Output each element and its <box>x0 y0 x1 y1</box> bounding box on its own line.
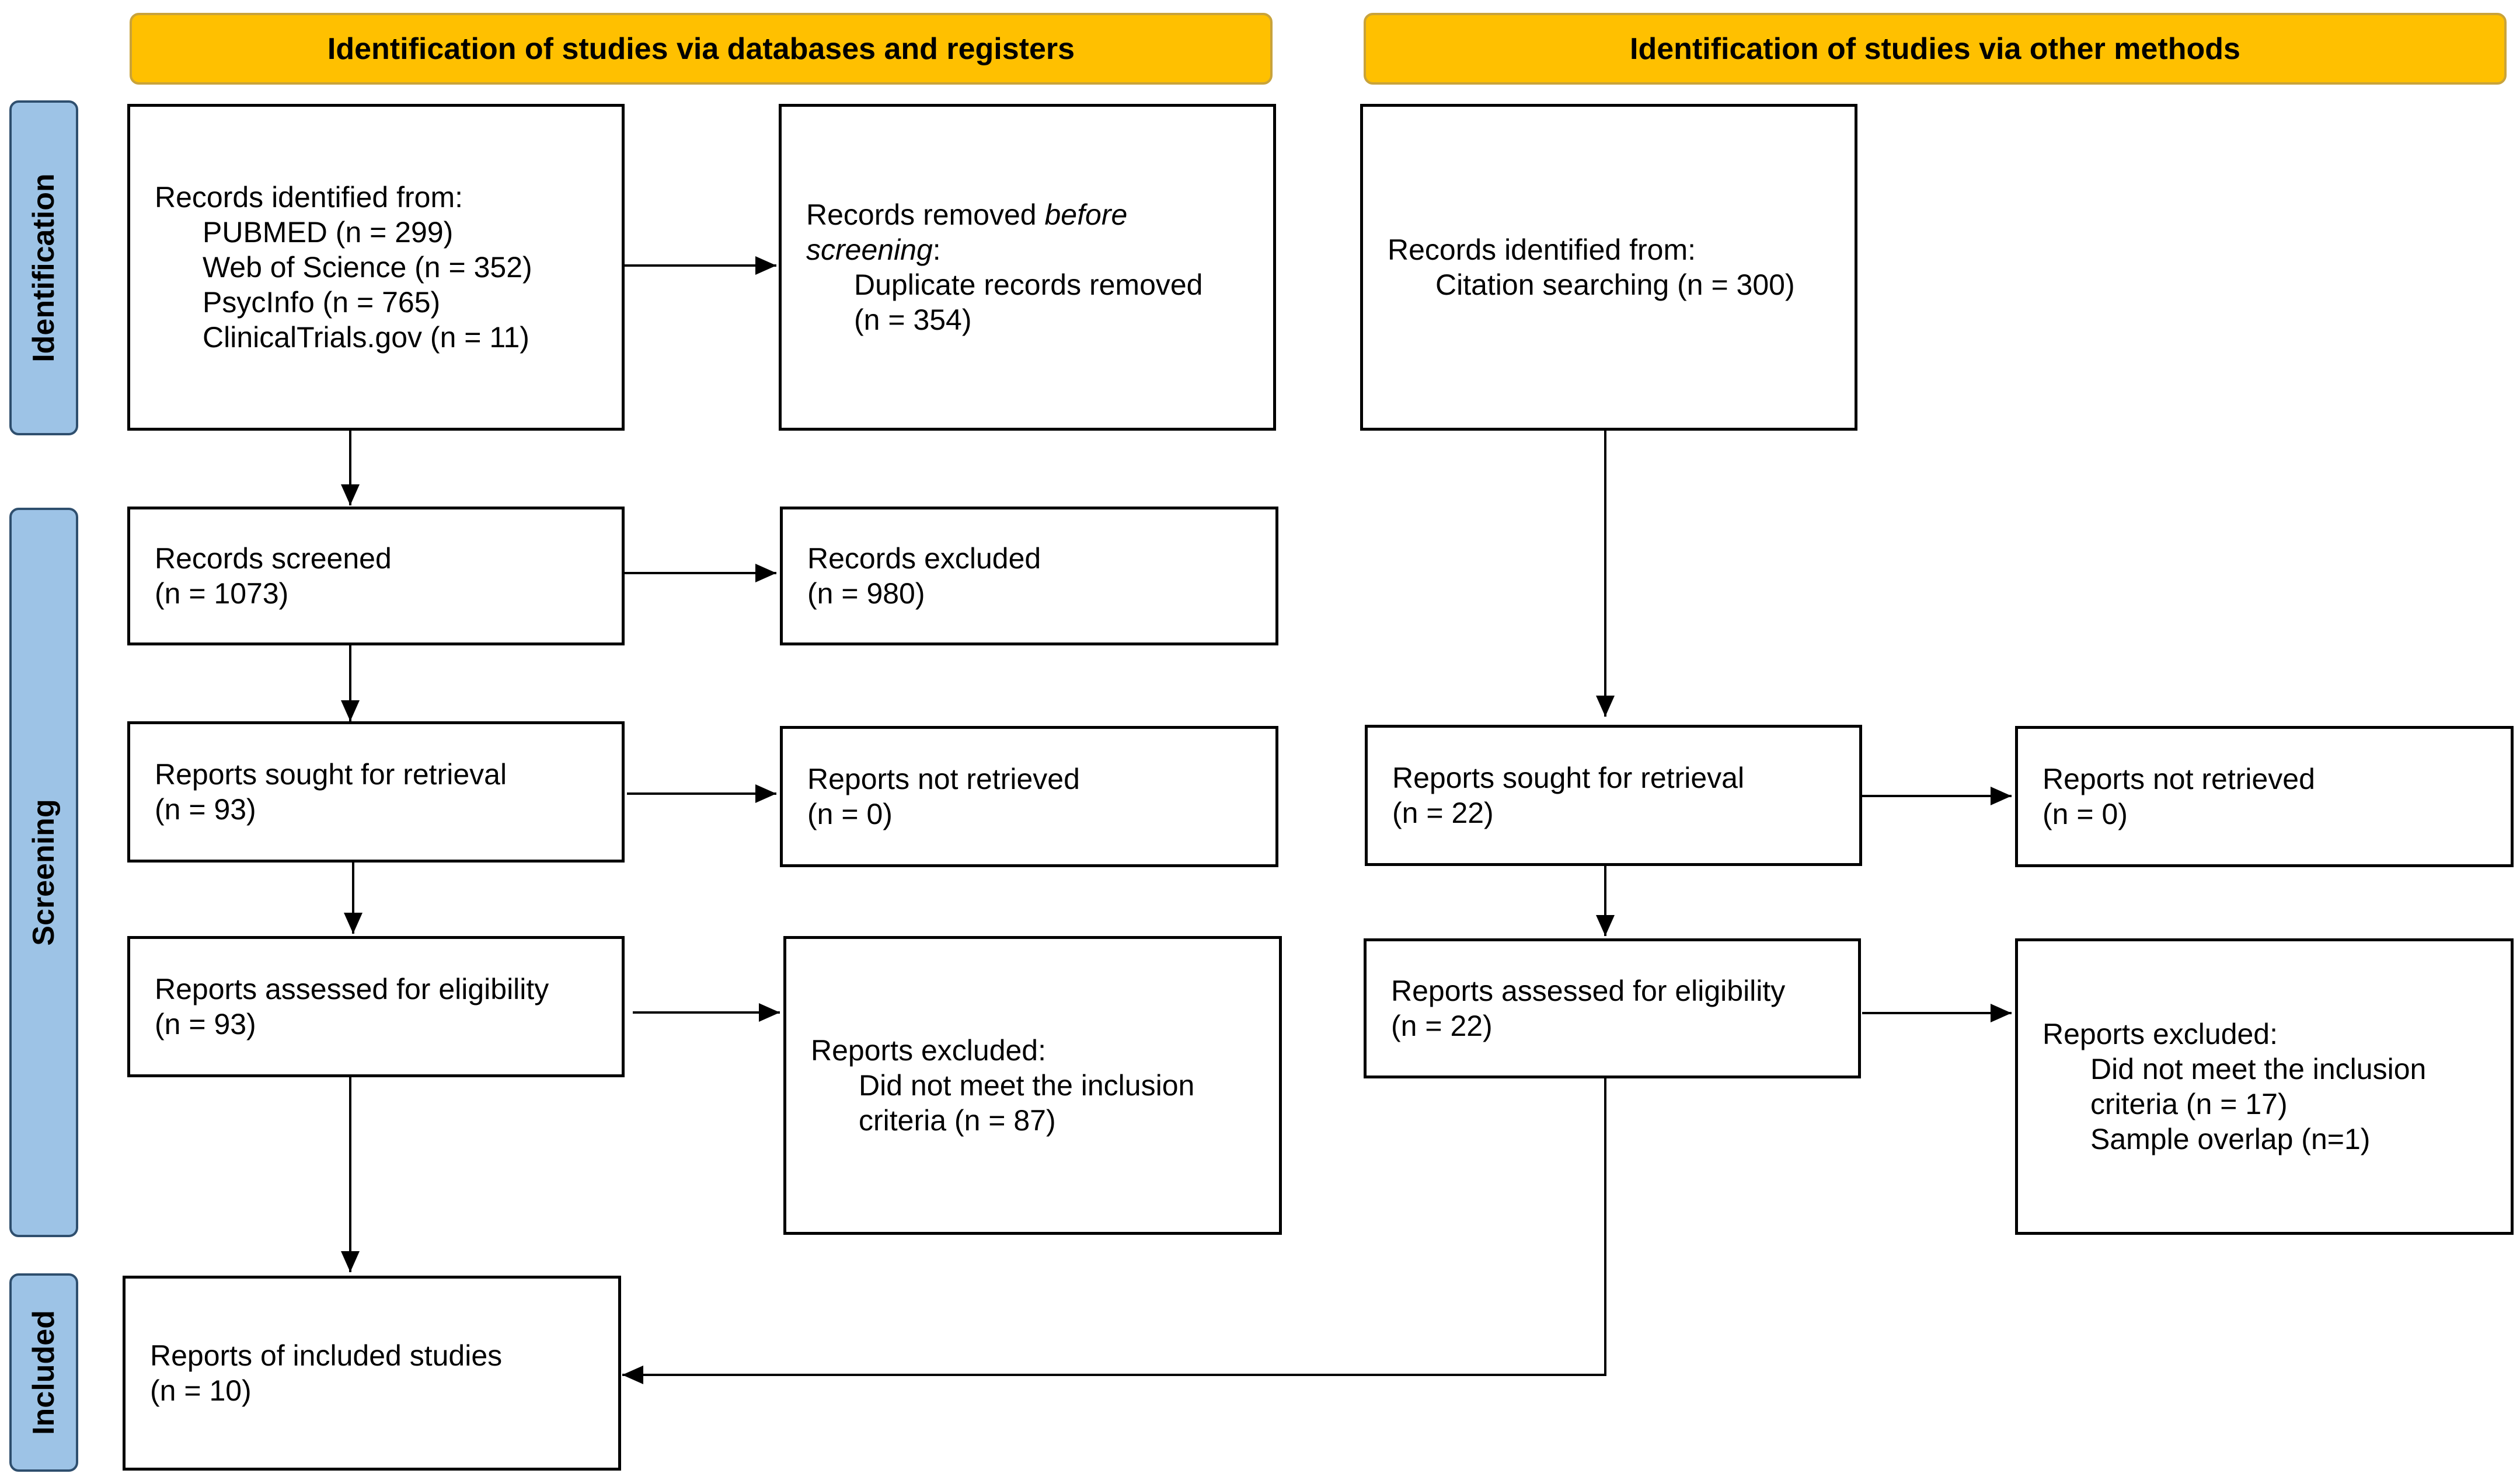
reports-assessed-n: (n = 93) <box>155 1008 256 1040</box>
records-removed-heading: Records removed before <box>806 197 1273 232</box>
box-other-reports-sought: Reports sought for retrieval (n = 22) <box>1365 725 1862 866</box>
header-databases-registers: Identification of studies via databases … <box>130 13 1273 85</box>
reports-not-retrieved-n: (n = 0) <box>807 798 893 830</box>
other-reports-excluded-line3: Sample overlap (n=1) <box>2090 1123 2371 1155</box>
box-records-identified: Records identified from: PUBMED (n = 299… <box>127 104 625 431</box>
other-reports-excluded-line2: criteria (n = 17) <box>2090 1088 2288 1120</box>
reports-not-retrieved-title: Reports not retrieved <box>807 763 1080 795</box>
records-removed-line1: Duplicate records removed <box>854 268 1203 301</box>
other-reports-sought-n: (n = 22) <box>1392 797 1494 829</box>
box-other-reports-not-retrieved: Reports not retrieved (n = 0) <box>2015 726 2514 867</box>
other-reports-assessed-title: Reports assessed for eligibility <box>1391 975 1786 1007</box>
other-records-identified-title: Records identified from: <box>1388 233 1696 266</box>
source-clinicaltrials: ClinicalTrials.gov (n = 11) <box>203 321 529 354</box>
reports-excluded-line2: criteria (n = 87) <box>859 1104 1056 1137</box>
reports-sought-n: (n = 93) <box>155 793 256 826</box>
reports-assessed-title: Reports assessed for eligibility <box>155 973 549 1005</box>
box-other-reports-assessed: Reports assessed for eligibility (n = 22… <box>1364 938 1861 1078</box>
box-reports-included: Reports of included studies (n = 10) <box>123 1276 621 1471</box>
records-screened-n: (n = 1073) <box>155 577 289 610</box>
box-reports-not-retrieved: Reports not retrieved (n = 0) <box>780 726 1278 867</box>
records-removed-colon: : <box>932 233 941 266</box>
records-removed-italic: before <box>1044 198 1128 231</box>
records-excluded-title: Records excluded <box>807 542 1041 575</box>
other-reports-not-retrieved-title: Reports not retrieved <box>2043 763 2315 795</box>
other-reports-excluded-title: Reports excluded: <box>2043 1018 2278 1050</box>
other-reports-sought-title: Reports sought for retrieval <box>1392 762 1745 794</box>
box-other-reports-excluded: Reports excluded: Did not meet the inclu… <box>2015 938 2514 1235</box>
phase-screening: Screening <box>9 508 78 1237</box>
box-reports-sought: Reports sought for retrieval (n = 93) <box>127 721 625 863</box>
records-identified-title: Records identified from: <box>155 181 463 214</box>
box-records-screened: Records screened (n = 1073) <box>127 507 625 645</box>
header-other-methods: Identification of studies via other meth… <box>1364 13 2507 85</box>
box-reports-excluded: Reports excluded: Did not meet the inclu… <box>783 936 1282 1235</box>
source-web-of-science: Web of Science (n = 352) <box>203 251 532 284</box>
records-removed-italic-2: screening <box>806 233 933 266</box>
reports-excluded-title: Reports excluded: <box>811 1034 1047 1067</box>
other-reports-assessed-n: (n = 22) <box>1391 1010 1493 1042</box>
other-reports-excluded-line1: Did not meet the inclusion <box>2090 1053 2427 1085</box>
box-records-removed: Records removed before screening: Duplic… <box>779 104 1276 431</box>
phase-included: Included <box>9 1273 78 1472</box>
arrow-other-assessed-to-included <box>622 1078 1606 1384</box>
records-screened-title: Records screened <box>155 542 392 575</box>
records-removed-prefix: Records removed <box>806 198 1045 231</box>
reports-included-title: Reports of included studies <box>150 1339 503 1372</box>
reports-sought-title: Reports sought for retrieval <box>155 758 507 791</box>
box-other-records-identified: Records identified from: Citation search… <box>1360 104 1857 431</box>
records-excluded-n: (n = 980) <box>807 577 925 610</box>
other-reports-not-retrieved-n: (n = 0) <box>2043 798 2128 830</box>
records-removed-line2: (n = 354) <box>854 303 972 336</box>
reports-included-n: (n = 10) <box>150 1374 252 1407</box>
records-removed-heading-2: screening: <box>806 232 1273 267</box>
source-pubmed: PUBMED (n = 299) <box>203 216 454 249</box>
box-reports-assessed: Reports assessed for eligibility (n = 93… <box>127 936 625 1077</box>
phase-identification: Identification <box>9 100 78 435</box>
reports-excluded-line1: Did not meet the inclusion <box>859 1069 1195 1102</box>
other-citation-searching: Citation searching (n = 300) <box>1435 268 1795 301</box>
source-psycinfo: PsycInfo (n = 765) <box>203 286 441 319</box>
box-records-excluded: Records excluded (n = 980) <box>780 507 1278 645</box>
